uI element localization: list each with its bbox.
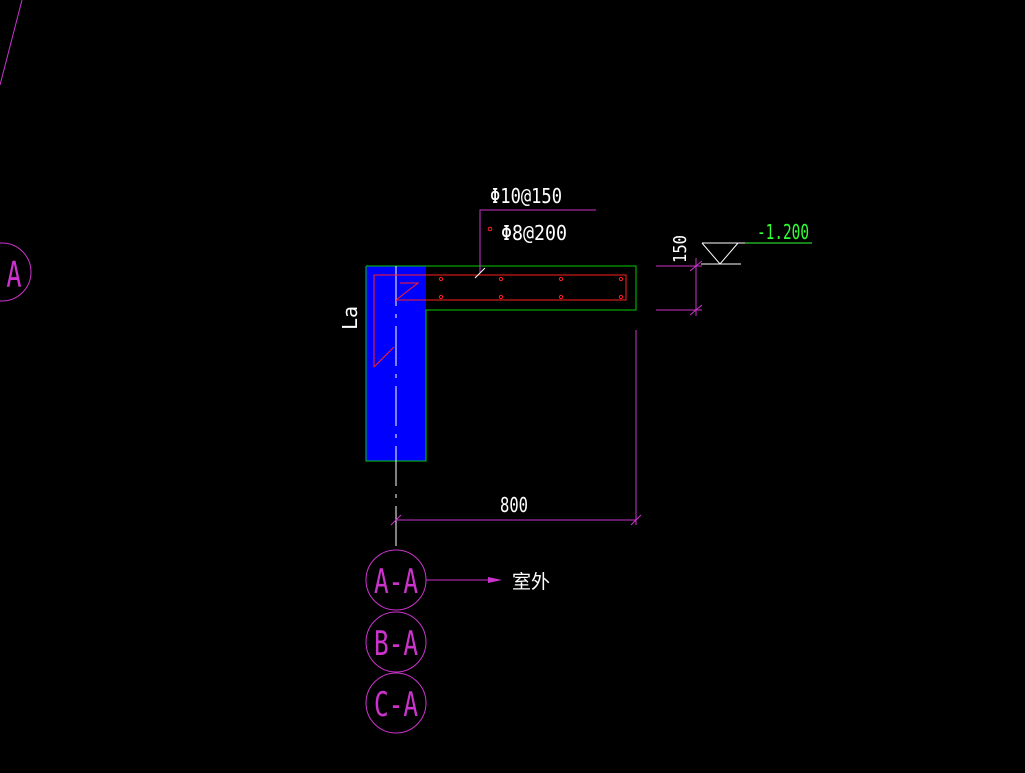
rebar-label-2: Φ8@200	[501, 221, 567, 245]
anchorage-label: La	[338, 306, 362, 330]
rebar-dot	[498, 294, 504, 300]
rebar-inner-hook	[395, 282, 420, 301]
rebar-diag	[373, 346, 395, 368]
width-dimension	[390, 330, 642, 526]
rebar-dot	[618, 294, 624, 300]
rebar-dot	[487, 226, 493, 232]
rebar-leader-tick	[474, 267, 486, 279]
axis-bubble-left	[0, 242, 32, 302]
rebar-dot	[498, 276, 504, 282]
axis-bubble-c-a	[365, 672, 427, 734]
axis-bubble-c-a-label: C-A	[374, 685, 418, 725]
elevation-label: -1.200	[757, 220, 809, 244]
width-dim-label: 800	[500, 493, 528, 517]
rebar-dot	[438, 276, 444, 282]
axis-bubble-b-a-label: B-A	[374, 624, 418, 664]
elevation-symbol	[701, 242, 745, 265]
axis-bubble-left-label: A	[6, 255, 21, 297]
rebar-dot	[438, 294, 444, 300]
axis-bubble-a-a-label: A-A	[374, 562, 418, 602]
stray-line	[0, 0, 23, 86]
rebar-group	[373, 274, 627, 368]
outside-label: 室外	[512, 571, 550, 593]
rebar-dot	[618, 276, 624, 282]
thickness-dim-label: 150	[670, 235, 691, 263]
rebar-dot	[558, 276, 564, 282]
rebar-label-1: Φ10@150	[490, 184, 562, 208]
outside-arrow-head	[488, 577, 502, 583]
section-outline	[365, 265, 637, 462]
thickness-dimension	[656, 258, 703, 316]
rebar-leader	[479, 209, 596, 273]
distribution-bars	[438, 226, 624, 300]
axis-bubble-b-a	[365, 611, 427, 673]
rebar-top-bar	[373, 274, 627, 367]
rebar-dot	[558, 294, 564, 300]
